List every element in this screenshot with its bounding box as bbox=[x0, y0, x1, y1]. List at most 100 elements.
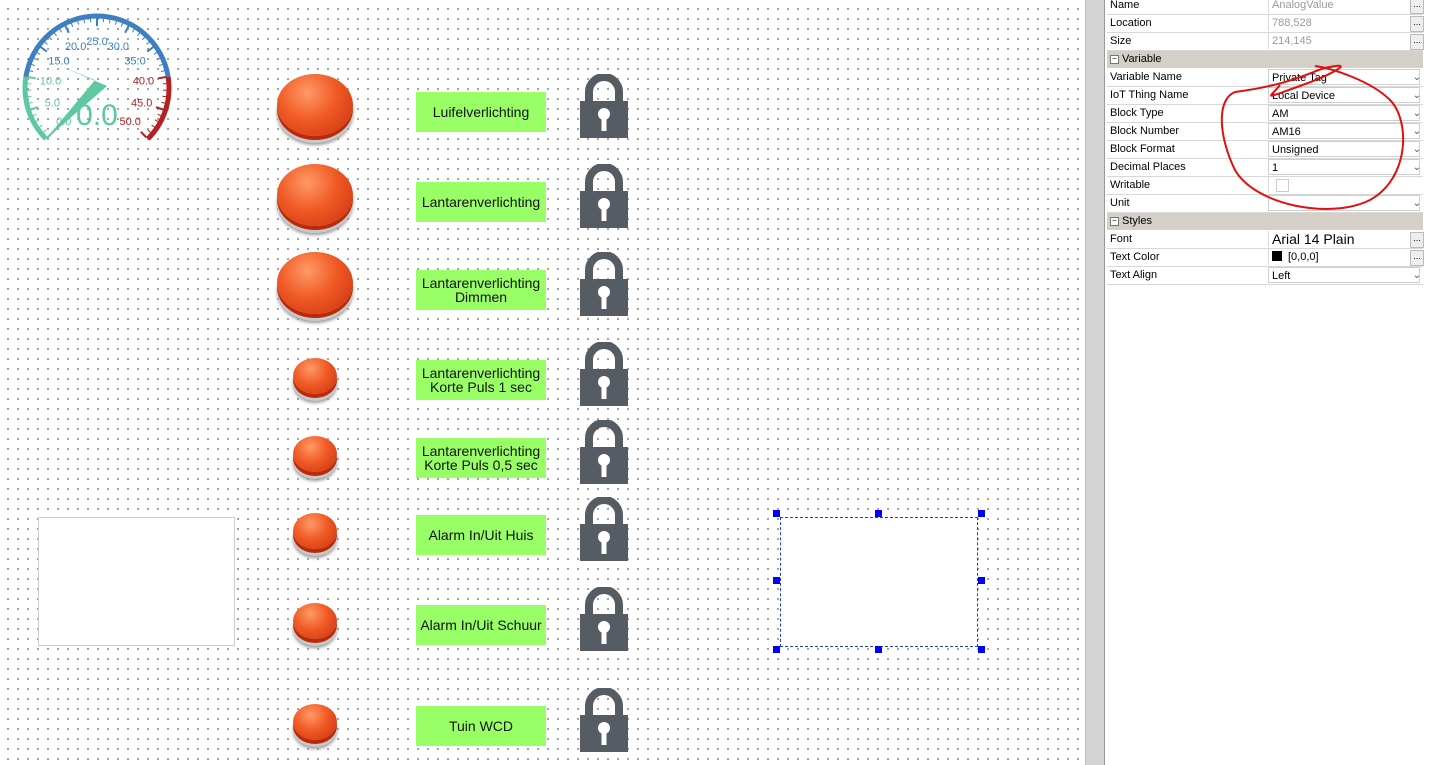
ellipsis-button[interactable]: ... bbox=[1410, 232, 1424, 248]
gauge-tick bbox=[124, 25, 130, 34]
property-row[interactable]: Size 214,145... bbox=[1107, 33, 1424, 51]
selected-analog-value-widget[interactable] bbox=[780, 517, 978, 647]
property-section-header[interactable]: −Styles bbox=[1107, 213, 1423, 230]
property-row[interactable]: Text Color[0,0,0]... bbox=[1107, 249, 1424, 267]
label-box[interactable]: Lantarenverlichting Korte Puls 0,5 sec bbox=[416, 438, 546, 478]
lock-icon[interactable] bbox=[579, 341, 629, 411]
collapse-icon[interactable]: − bbox=[1110, 216, 1119, 226]
push-button[interactable] bbox=[293, 704, 337, 741]
push-button[interactable] bbox=[277, 164, 353, 227]
section-title: Styles bbox=[1122, 215, 1152, 227]
chevron-down-icon[interactable]: ⌄ bbox=[1412, 144, 1422, 155]
push-button[interactable] bbox=[293, 358, 337, 395]
property-value-field[interactable]: AM16 bbox=[1268, 123, 1420, 139]
property-value-field[interactable]: 1 bbox=[1268, 159, 1420, 175]
gauge-arc bbox=[146, 76, 172, 141]
label-box[interactable]: Lantarenverlichting Korte Puls 1 sec bbox=[416, 360, 546, 400]
gauge-tick bbox=[156, 57, 161, 61]
chevron-down-icon[interactable]: ⌄ bbox=[1412, 90, 1422, 101]
splitter[interactable] bbox=[1085, 0, 1104, 765]
resize-handle-ne[interactable] bbox=[978, 510, 985, 517]
collapse-icon[interactable]: − bbox=[1110, 54, 1119, 64]
property-value-field[interactable]: Left bbox=[1268, 267, 1420, 283]
ellipsis-button[interactable]: ... bbox=[1410, 250, 1424, 266]
property-name: Size bbox=[1110, 35, 1132, 47]
empty-widget-box[interactable] bbox=[38, 517, 235, 646]
chevron-down-icon[interactable]: ⌄ bbox=[1412, 72, 1422, 83]
chevron-down-icon[interactable]: ⌄ bbox=[1412, 198, 1422, 209]
resize-handle-n[interactable] bbox=[875, 510, 882, 517]
push-button[interactable] bbox=[277, 74, 353, 137]
property-section-header[interactable]: −Variable bbox=[1107, 51, 1423, 68]
section-title: Variable bbox=[1122, 53, 1162, 65]
property-value-field[interactable]: Arial 14 Plain bbox=[1268, 231, 1412, 247]
chevron-down-icon[interactable]: ⌄ bbox=[1412, 162, 1422, 173]
property-value-field[interactable]: Local Device bbox=[1268, 87, 1420, 103]
property-row[interactable]: Writable bbox=[1107, 177, 1423, 195]
property-value-field[interactable]: 214,145 bbox=[1268, 33, 1412, 49]
lock-icon[interactable] bbox=[579, 419, 629, 489]
resize-handle-s[interactable] bbox=[875, 646, 882, 653]
lock-icon[interactable] bbox=[579, 586, 629, 656]
push-button[interactable] bbox=[293, 603, 337, 640]
property-value-field[interactable] bbox=[1268, 177, 1412, 193]
lock-icon[interactable] bbox=[579, 251, 629, 321]
ellipsis-button[interactable]: ... bbox=[1410, 0, 1424, 14]
gauge-tick bbox=[70, 22, 74, 27]
lock-icon[interactable] bbox=[579, 496, 629, 566]
chevron-down-icon[interactable]: ⌄ bbox=[1412, 108, 1422, 119]
property-value-field[interactable]: 788,528 bbox=[1268, 15, 1412, 31]
property-value: 788,528 bbox=[1272, 17, 1312, 29]
label-box[interactable]: Luifelverlichting bbox=[416, 92, 546, 132]
property-value-field[interactable]: [0,0,0] bbox=[1268, 249, 1412, 265]
gauge-tick bbox=[83, 19, 86, 24]
label-box[interactable]: Lantarenverlichting bbox=[416, 182, 546, 222]
lock-icon[interactable] bbox=[579, 163, 629, 233]
push-button[interactable] bbox=[293, 436, 337, 473]
property-value-field[interactable]: Private Tag bbox=[1268, 69, 1420, 85]
chevron-down-icon[interactable]: ⌄ bbox=[1412, 270, 1422, 281]
label-box[interactable]: Tuin WCD bbox=[416, 706, 546, 746]
gauge-tick-label: 35.0 bbox=[124, 55, 145, 67]
property-value: Left bbox=[1272, 270, 1291, 282]
ellipsis-button[interactable]: ... bbox=[1410, 16, 1424, 32]
label-box[interactable]: Lantarenverlichting Dimmen bbox=[416, 270, 546, 310]
lock-icon[interactable] bbox=[579, 73, 629, 143]
property-name: Writable bbox=[1110, 179, 1151, 191]
push-button[interactable] bbox=[277, 252, 353, 315]
resize-handle-w[interactable] bbox=[773, 577, 780, 584]
property-value: 214,145 bbox=[1272, 35, 1312, 47]
label-box[interactable]: Alarm In/Uit Huis bbox=[416, 515, 546, 555]
property-value-field[interactable]: Unsigned bbox=[1268, 141, 1420, 157]
label-box[interactable]: Alarm In/Uit Schuur bbox=[416, 605, 546, 645]
ellipsis-button[interactable]: ... bbox=[1410, 34, 1424, 50]
chevron-down-icon[interactable]: ⌄ bbox=[1412, 126, 1422, 137]
push-button[interactable] bbox=[293, 513, 337, 550]
gauge-tick bbox=[151, 124, 156, 128]
gauge-tick-label: 0.0 bbox=[56, 116, 71, 128]
writable-checkbox[interactable] bbox=[1276, 179, 1289, 192]
lock-icon[interactable] bbox=[579, 687, 629, 757]
resize-handle-se[interactable] bbox=[978, 646, 985, 653]
gauge-tick bbox=[38, 124, 43, 128]
property-row[interactable]: Unit⌄ bbox=[1107, 195, 1423, 213]
resize-handle-e[interactable] bbox=[978, 577, 985, 584]
property-value-field[interactable] bbox=[1268, 195, 1420, 211]
property-value-field[interactable]: AM bbox=[1268, 105, 1420, 121]
resize-handle-nw[interactable] bbox=[773, 510, 780, 517]
property-value-field[interactable]: AnalogValue bbox=[1268, 0, 1412, 13]
gauge-tick-label: 50.0 bbox=[120, 116, 141, 128]
resize-handle-sw[interactable] bbox=[773, 646, 780, 653]
